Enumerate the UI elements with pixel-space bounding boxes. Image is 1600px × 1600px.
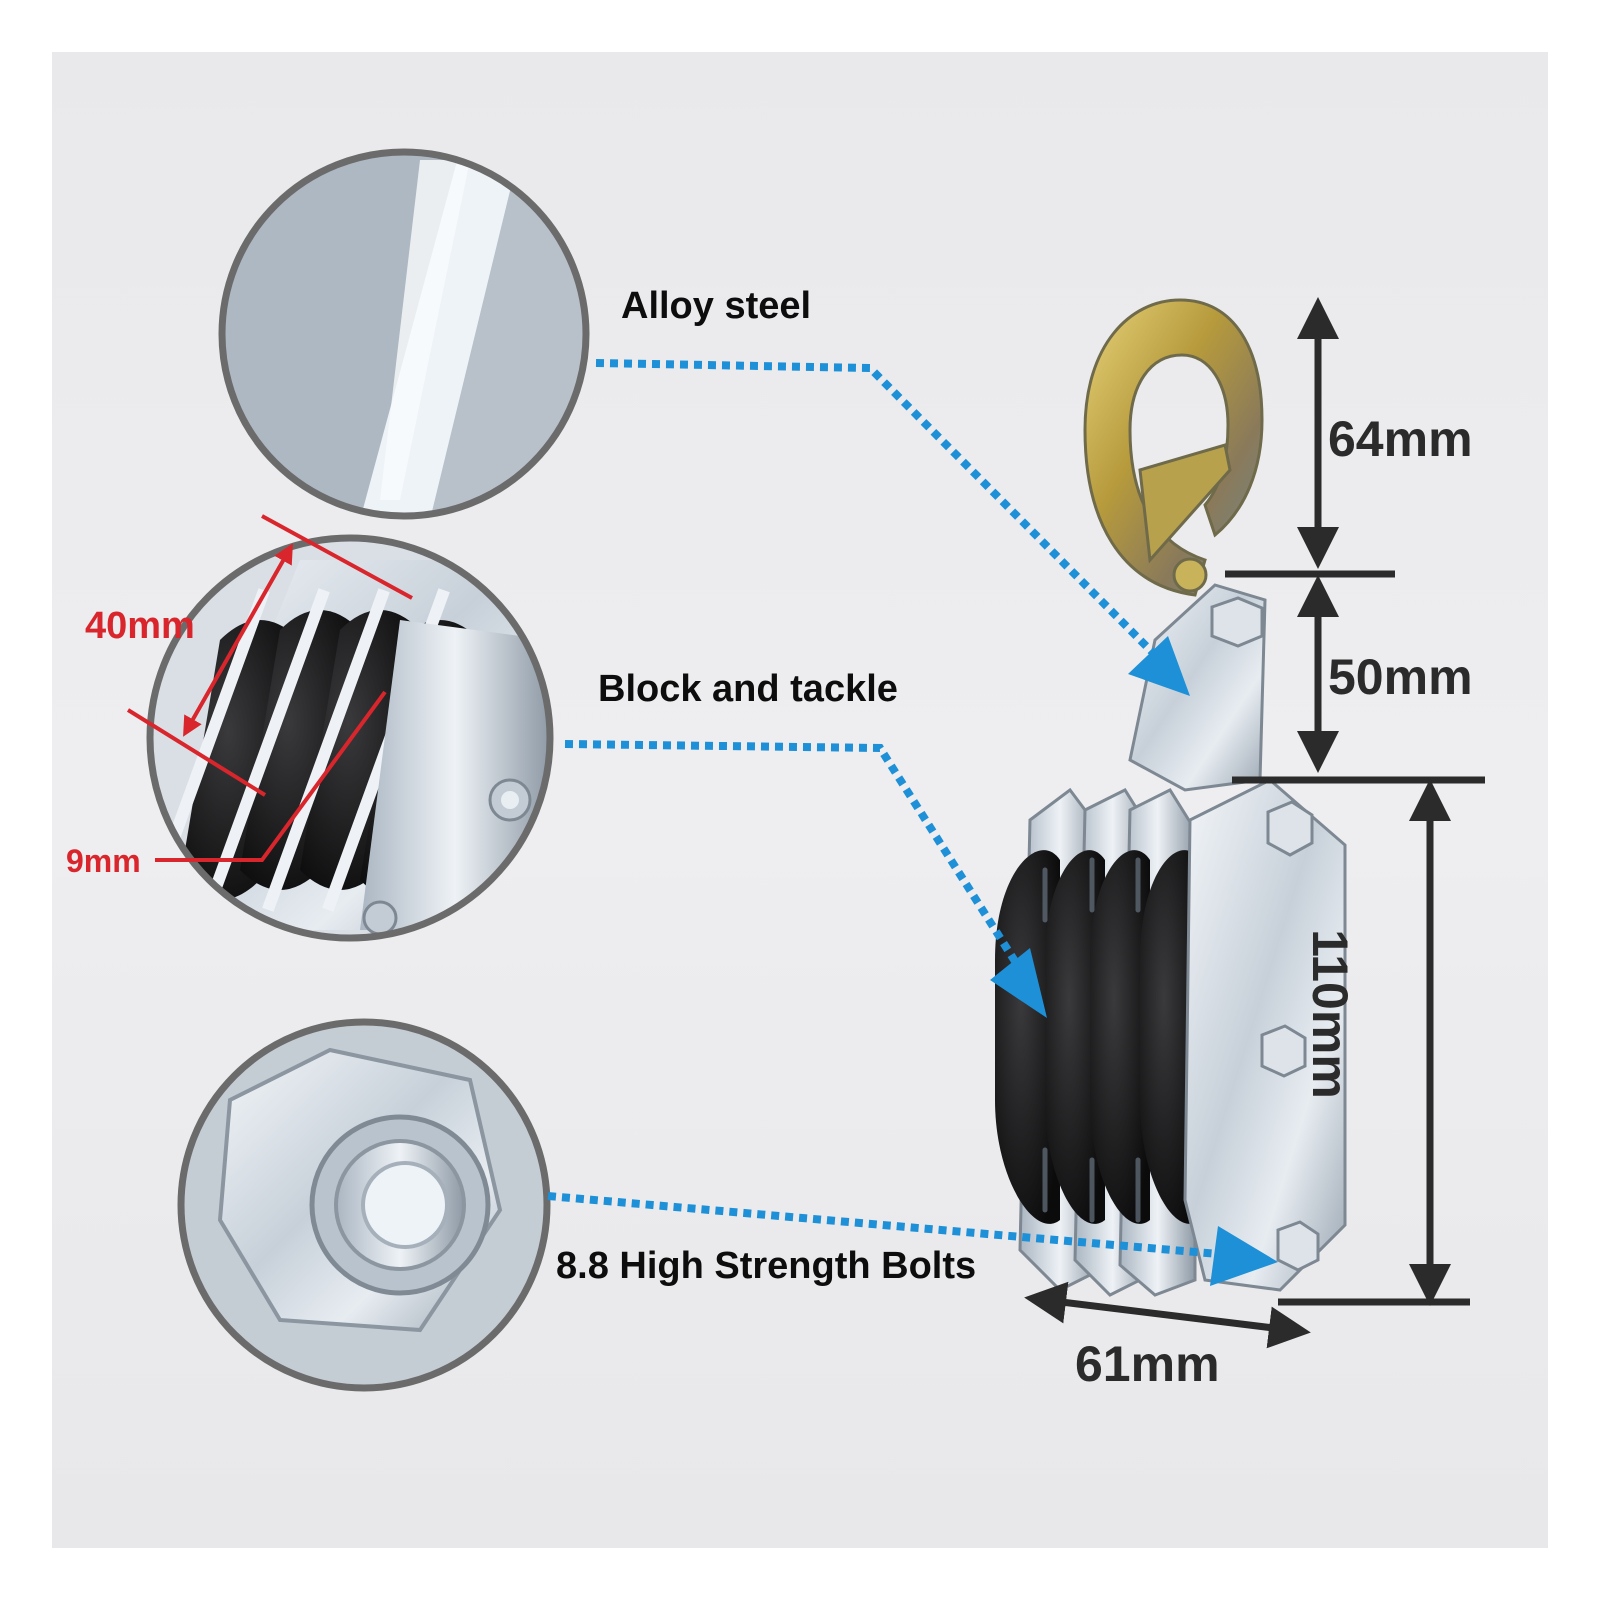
zoom-circle-bolt [177, 1018, 551, 1392]
dimension-body-height: 110mm [1301, 929, 1358, 1099]
bolt-icon [1266, 800, 1314, 857]
hook-icon [1083, 298, 1264, 597]
callout-block-and-tackle: Block and tackle [598, 668, 898, 710]
dimension-neck-height: 50mm [1328, 649, 1473, 705]
callout-alloy-steel: Alloy steel [621, 285, 812, 327]
dimension-sheave-diameter: 40mm [85, 605, 195, 647]
dimension-lines [1024, 297, 1485, 1349]
dimension-hook-height: 64mm [1328, 411, 1473, 467]
callout-high-strength-bolts: 8.8 High Strength Bolts [556, 1245, 977, 1287]
callout-arrowheads [990, 636, 1278, 1286]
sheave-dimension-lines [126, 514, 413, 862]
zoom-circle-alloy [218, 148, 590, 520]
dimension-groove-width: 9mm [66, 843, 141, 879]
pulley-block-icon [995, 298, 1347, 1297]
callout-arrows [547, 359, 1231, 1259]
dimension-body-width: 61mm [1075, 1336, 1220, 1392]
